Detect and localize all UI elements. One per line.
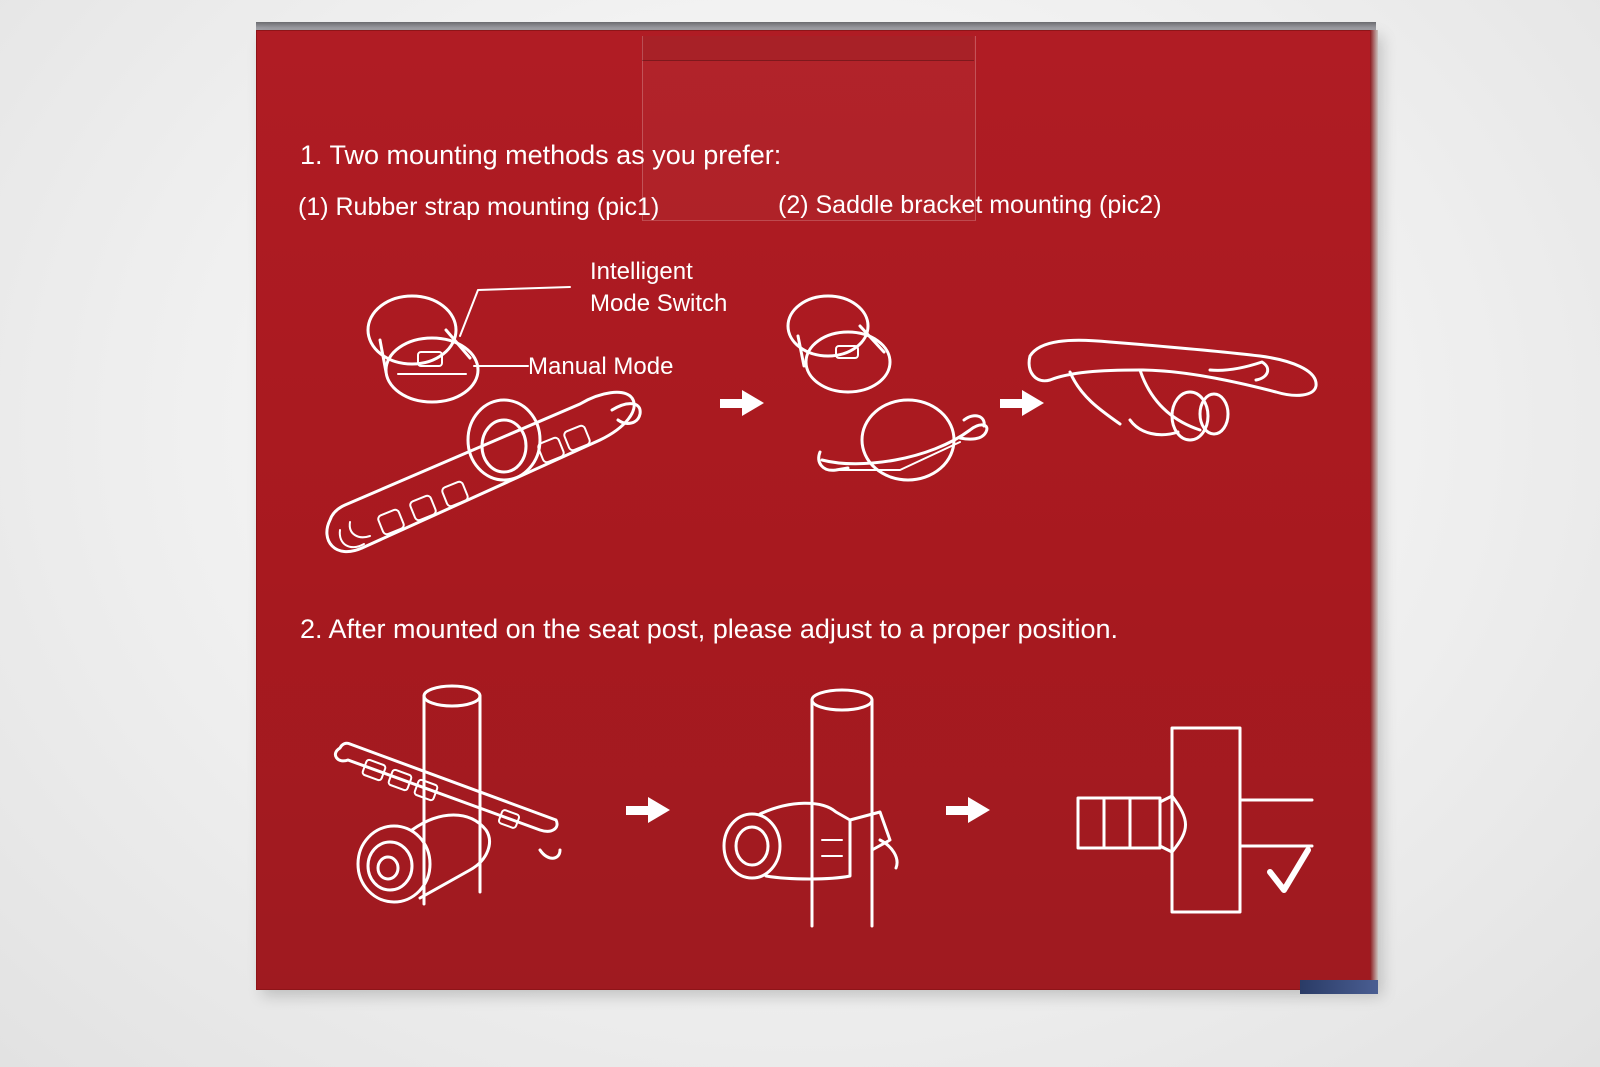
- arrow-right-icon: [1000, 390, 1044, 416]
- method2-label: (2) Saddle bracket mounting (pic2): [778, 191, 1162, 219]
- intelligent-mode-label-line2: Mode Switch: [590, 290, 728, 317]
- box-tuck-flap: [642, 36, 976, 221]
- intelligent-mode-label-line1: Intelligent: [590, 258, 693, 285]
- step1-heading: 1. Two mounting methods as you prefer:: [300, 140, 782, 170]
- light-with-saddle-bracket-illustration: [786, 294, 989, 482]
- method1-label: (1) Rubber strap mounting (pic1): [298, 193, 660, 221]
- box-bottom-edge: [1300, 980, 1378, 994]
- arrow-right-icon: [946, 797, 990, 823]
- strap-around-seat-post-illustration: [334, 684, 562, 906]
- box-flap-tab: [642, 36, 974, 61]
- arrow-right-icon: [720, 390, 764, 416]
- light-with-rubber-strap-illustration: [325, 286, 642, 554]
- check-mark-icon: [1267, 847, 1311, 893]
- light-fastened-on-post-illustration: [722, 688, 899, 928]
- saddle-mounted-light-illustration: [1027, 338, 1318, 442]
- box-side-edge: [1370, 30, 1378, 990]
- proper-position-diagram: [1076, 726, 1314, 914]
- manual-mode-label: Manual Mode: [528, 353, 674, 380]
- arrow-right-icon: [626, 797, 670, 823]
- step2-heading: 2. After mounted on the seat post, pleas…: [300, 614, 1119, 644]
